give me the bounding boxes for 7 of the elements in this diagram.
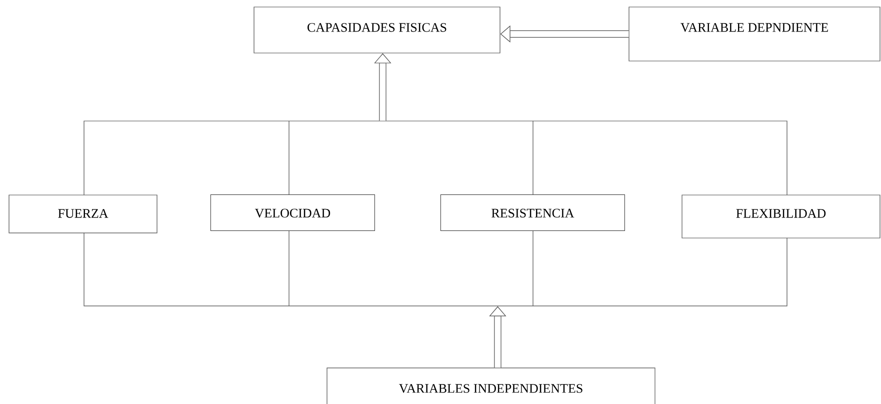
- label-box: VELOCIDAD: [210, 194, 375, 231]
- label-box: RESISTENCIA: [440, 194, 625, 231]
- label-box: FUERZA: [8, 194, 158, 234]
- label-box: FLEXIBILIDAD: [682, 194, 880, 238]
- label-box: VARIABLES INDEPENDIENTES: [326, 368, 656, 404]
- label-box: VARIABLE DEPNDIENTE: [628, 6, 880, 62]
- label-box: CAPASIDADES FISICAS: [254, 6, 500, 54]
